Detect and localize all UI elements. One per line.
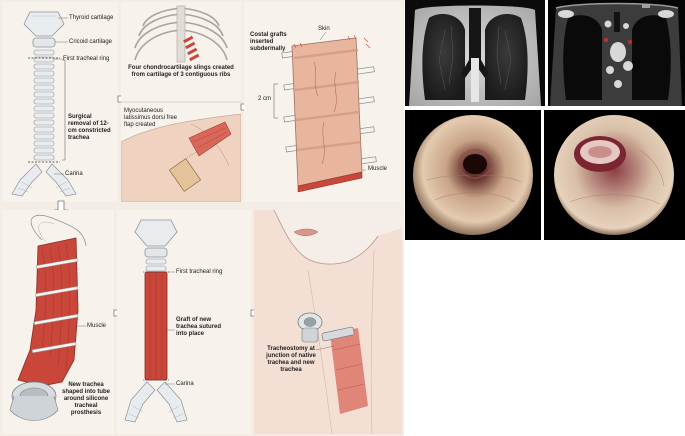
- panel-new-trachea-tube: Muscle New trachea shaped into tube arou…: [2, 210, 114, 434]
- label-muscle: Muscle: [368, 166, 388, 172]
- label-skin: Skin: [318, 26, 330, 32]
- trachea-drawing: [11, 11, 77, 197]
- panel-costal-grafts: Costal grafts inserted subdermally Skin …: [244, 2, 402, 202]
- label-carina-p5: Carina: [176, 381, 194, 387]
- clinical-imaging-group: [405, 0, 685, 240]
- label-cricoid-cartilage: Cricoid cartilage: [69, 39, 113, 45]
- panel-trachea-removal: Thyroid cartilage Cricoid cartilage Firs…: [2, 2, 118, 202]
- panel-tracheostomy: Tracheostomy at junction of native trach…: [254, 210, 402, 434]
- sutured-trachea-drawing: [124, 219, 188, 423]
- label-costal-grafts: Costal grafts inserted subdermally: [250, 32, 287, 52]
- label-tracheostomy: Tracheostomy at junction of native trach…: [266, 346, 316, 373]
- label-2cm: 2 cm: [258, 96, 272, 102]
- skin-graft-drawing: [273, 31, 377, 193]
- bronchoscopy-view-stenosis: [405, 110, 541, 240]
- label-new-trachea-tube: New trachea shaped into tube around sili…: [62, 382, 110, 416]
- ct-coronal-lung-image: [405, 0, 545, 106]
- label-first-tracheal-ring-p5: First tracheal ring: [176, 269, 223, 275]
- neck-drawing: [254, 210, 402, 434]
- label-surgical-removal: Surgical removal of 12-cm constricted tr…: [68, 114, 111, 141]
- ribcage-drawing: [121, 5, 241, 202]
- prosthesis-drawing: [9, 214, 87, 421]
- panel-rib-slings: Four chondrocartilage slings created fro…: [121, 2, 241, 202]
- label-muscle-p4: Muscle: [87, 323, 107, 329]
- label-first-tracheal-ring: First tracheal ring: [63, 56, 110, 62]
- label-thyroid-cartilage: Thyroid cartilage: [69, 15, 114, 21]
- surgical-illustration-figure: Thyroid cartilage Cricoid cartilage Firs…: [0, 0, 404, 436]
- label-carina: Carina: [65, 171, 83, 177]
- label-graft-sutured: Graft of new trachea sutured into place: [176, 317, 222, 337]
- label-chondrocartilage-slings: Four chondrocartilage slings created fro…: [128, 65, 234, 78]
- ct-coronal-mediastinal-image: [548, 0, 685, 106]
- bronchoscopy-view-new-trachea: [544, 110, 685, 240]
- label-latissimus-flap: Myocutaneous latissimus dorsi free flap …: [124, 108, 178, 128]
- panel-graft-sutured: First tracheal ring Graft of new trachea…: [117, 210, 251, 434]
